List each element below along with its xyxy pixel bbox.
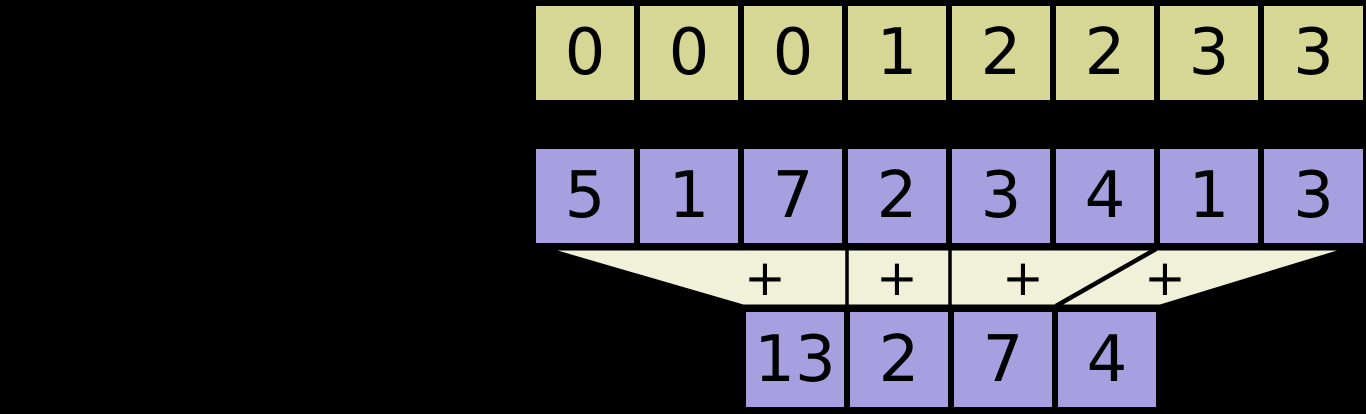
plus-operator-2: +	[876, 249, 918, 307]
sum-cell-0: 13	[743, 309, 847, 410]
value-cell-6: 1	[1157, 146, 1261, 246]
value-cell-2: 7	[741, 146, 845, 246]
plus-operator-3: +	[1002, 249, 1044, 307]
sum-cell-2: 7	[951, 309, 1055, 410]
funnel-shape	[546, 247, 1348, 308]
key-cell-7: 3	[1261, 3, 1366, 103]
key-cell-0: 0	[533, 3, 637, 103]
funnel-divider-diagonal	[1054, 247, 1158, 308]
key-cell-5: 2	[1053, 3, 1157, 103]
value-cell-1: 1	[637, 146, 741, 246]
key-cell-6: 3	[1157, 3, 1261, 103]
plus-operator-4: +	[1144, 249, 1186, 307]
value-cell-3: 2	[845, 146, 949, 246]
sum-cell-1: 2	[847, 309, 951, 410]
value-cell-0: 5	[533, 146, 637, 246]
plus-operator-1: +	[744, 249, 786, 307]
value-cell-5: 4	[1053, 146, 1157, 246]
key-cell-4: 2	[949, 3, 1053, 103]
key-cell-3: 1	[845, 3, 949, 103]
value-cell-4: 3	[949, 146, 1053, 246]
key-cell-1: 0	[637, 3, 741, 103]
value-cell-7: 3	[1261, 146, 1366, 246]
key-cell-2: 0	[741, 3, 845, 103]
sum-cell-3: 4	[1055, 309, 1159, 410]
